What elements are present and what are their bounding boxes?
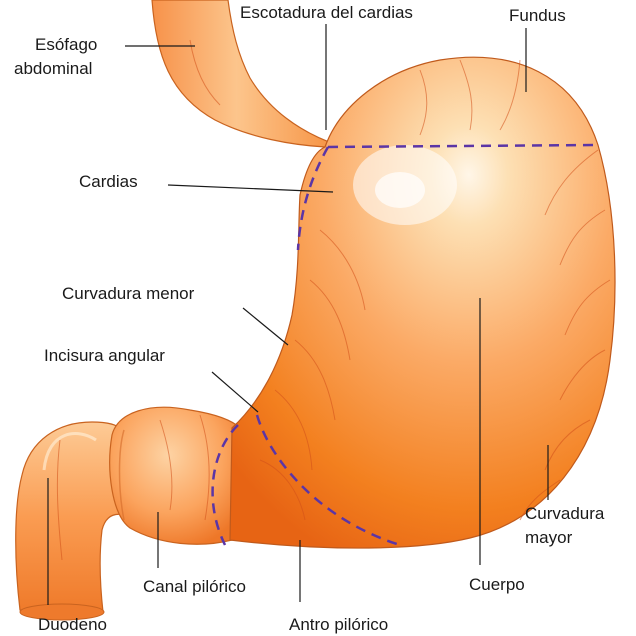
- pyloric-canal-shape: [109, 406, 241, 545]
- label-escotadura: Escotadura del cardias: [240, 3, 413, 22]
- label-esofago-line2: abdominal: [14, 59, 93, 78]
- label-antro-pilorico: Antro pilórico: [289, 615, 389, 634]
- label-fundus: Fundus: [509, 6, 566, 25]
- label-cuerpo: Cuerpo: [469, 575, 525, 594]
- label-cardias: Cardias: [79, 172, 138, 191]
- label-incisura-angular: Incisura angular: [44, 346, 165, 365]
- label-esofago-line1: Esófago: [35, 35, 98, 54]
- region-dashed-lines: [211, 143, 601, 547]
- label-curvadura-mayor-line2: mayor: [525, 528, 573, 547]
- leader-lines: [47, 24, 549, 605]
- stomach-body-shape: [229, 56, 616, 549]
- label-curvadura-mayor-line1: Curvadura: [525, 504, 605, 523]
- label-duodeno: Duodeno: [38, 615, 108, 634]
- duodenum-shape: [15, 421, 126, 613]
- label-curvadura-menor: Curvadura menor: [62, 284, 195, 303]
- label-canal-pilorico: Canal pilórico: [143, 577, 246, 596]
